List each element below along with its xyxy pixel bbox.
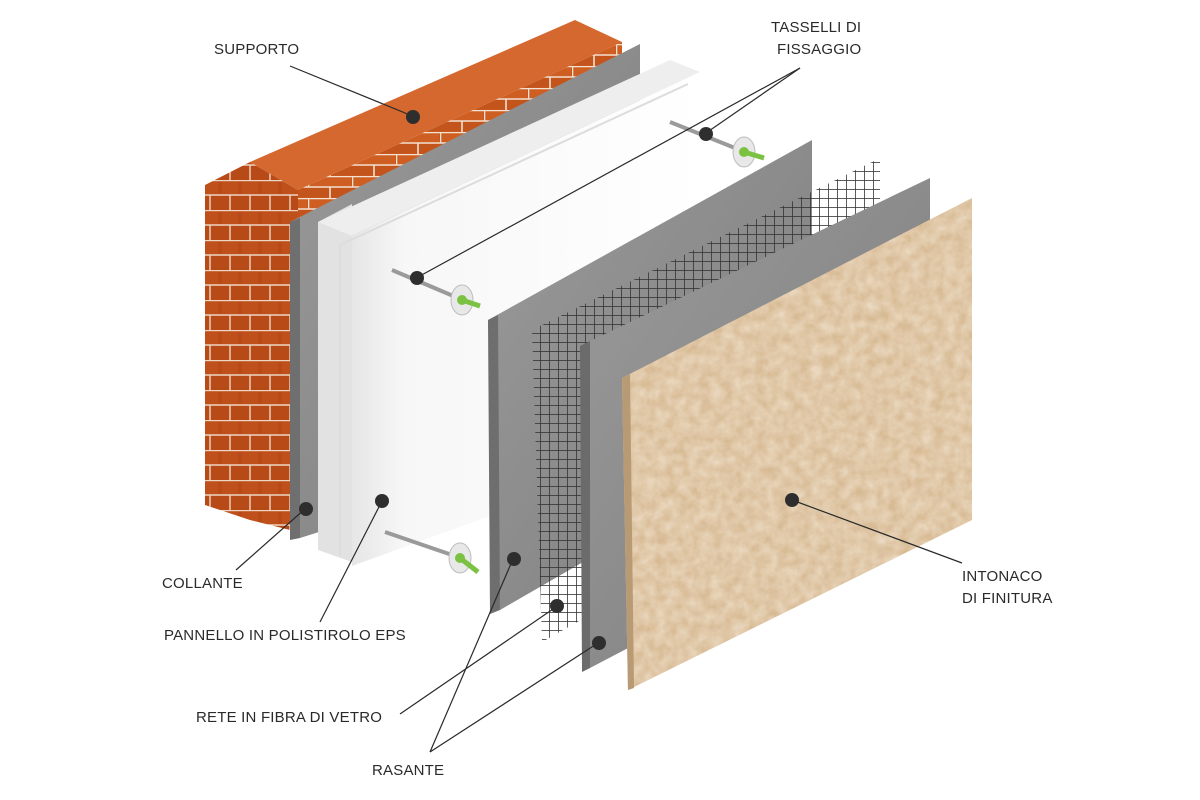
leader-collante <box>235 507 307 571</box>
dot-intonaco <box>785 493 799 507</box>
brick-wall-edge <box>250 162 298 532</box>
label-intonaco-line1: INTONACO <box>962 568 1043 585</box>
leader-rasante-b <box>429 642 599 753</box>
finishing-plaster-layer <box>622 198 972 690</box>
leader-rasante-a <box>429 558 514 753</box>
dowel-bottom <box>384 530 480 574</box>
eps-panel-top <box>318 60 700 236</box>
leader-lines <box>235 65 963 753</box>
label-tasselli-line2: FISSAGGIO <box>777 41 861 58</box>
dot-rasante-a <box>507 552 521 566</box>
callout-dots <box>299 110 799 650</box>
dot-supporto <box>406 110 420 124</box>
brick-wall-top <box>250 20 622 190</box>
leader-tasselli-a <box>705 67 801 134</box>
dot-rete <box>550 599 564 613</box>
dot-collante <box>299 502 313 516</box>
dowel-middle <box>391 268 481 316</box>
dot-pannello <box>375 494 389 508</box>
label-rete: RETE IN FIBRA DI VETRO <box>196 709 382 726</box>
leader-pannello <box>319 500 383 623</box>
label-intonaco-line2: DI FINITURA <box>962 590 1053 607</box>
label-supporto: SUPPORTO <box>214 41 299 58</box>
dot-tasselli-b <box>410 271 424 285</box>
label-pannello: PANNELLO IN POLISTIROLO EPS <box>164 627 406 644</box>
leader-supporto <box>289 65 411 116</box>
leader-tasselli-b <box>417 67 801 278</box>
labels: SUPPORTO TASSELLI DI FISSAGGIO COLLANTE … <box>162 19 1053 779</box>
leader-intonaco <box>791 499 963 564</box>
label-tasselli-line1: TASSELLI DI <box>771 19 861 36</box>
dot-tasselli-a <box>699 127 713 141</box>
label-collante: COLLANTE <box>162 575 243 592</box>
leader-rete <box>399 606 557 715</box>
brick-wall-side <box>205 162 250 520</box>
dot-rasante-b <box>592 636 606 650</box>
label-rasante: RASANTE <box>372 762 444 779</box>
eps-panel-side <box>318 204 352 562</box>
